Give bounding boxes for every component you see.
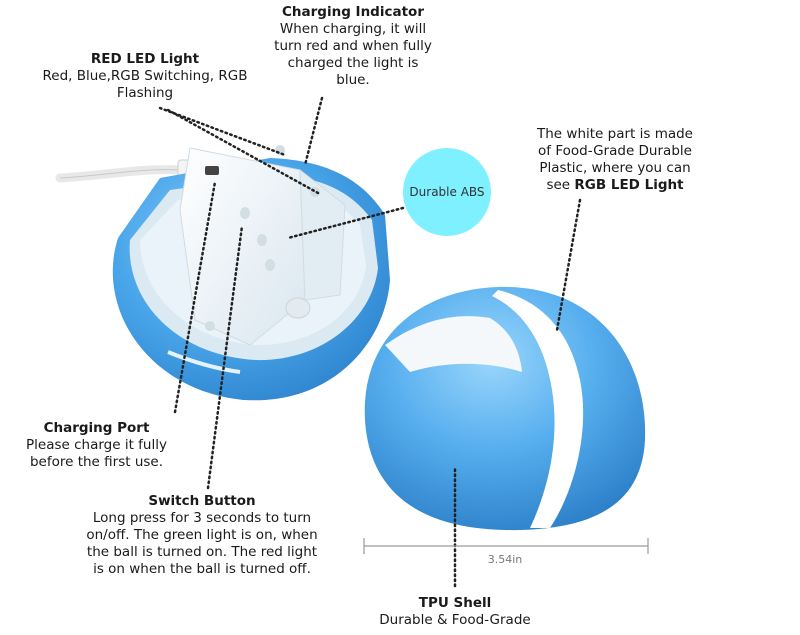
switch-button-line: on/off. The green light is on, when — [86, 527, 318, 543]
leader-lines — [158, 96, 582, 588]
charging-indicator-line: blue. — [336, 72, 370, 88]
charging-indicator-title: Charging Indicator — [282, 4, 424, 20]
switch-button-line: Long press for 3 seconds to turn — [92, 510, 312, 526]
charging-port-label: Charging Port Please charge it fully bef… — [4, 420, 189, 471]
red-led-line: Flashing — [116, 85, 174, 101]
tpu-shell-line: Durable & Food-Grade — [379, 612, 531, 628]
tpu-shell-title: TPU Shell — [418, 595, 492, 611]
shell-half — [364, 286, 646, 531]
red-led-title: RED LED Light — [90, 51, 200, 67]
white-part-line: The white part is made — [537, 126, 693, 142]
charging-port-line: Please charge it fully — [26, 437, 167, 453]
durable-abs-badge — [403, 148, 491, 236]
dimension-line — [363, 538, 649, 554]
durable-abs-text: Durable ABS — [409, 185, 485, 199]
dimension-text: 3.54in — [487, 553, 523, 566]
switch-button-line: the ball is turned on. The red light — [86, 544, 318, 560]
open-ball — [112, 145, 390, 401]
switch-button-label: Switch Button Long press for 3 seconds t… — [42, 493, 362, 578]
tpu-shell-label: TPU Shell Durable & Food-Grade — [350, 595, 560, 629]
white-part-line: of Food-Grade Durable — [538, 143, 692, 159]
charging-port-line: before the first use. — [29, 454, 164, 470]
white-part-label: The white part is made of Food-Grade Dur… — [510, 126, 720, 194]
charging-indicator-line: When charging, it will — [279, 21, 427, 37]
switch-button-line: is on when the ball is turned off. — [93, 561, 311, 577]
red-led-label: RED LED Light Red, Blue,RGB Switching, R… — [20, 51, 270, 102]
charging-indicator-line: charged the light is — [287, 55, 419, 71]
white-part-prefix: see — [546, 177, 575, 193]
red-led-line: Red, Blue,RGB Switching, RGB — [42, 68, 248, 84]
rgb-led-highlight: RGB LED Light — [574, 177, 684, 193]
white-part-line-last: see RGB LED Light — [510, 177, 720, 194]
switch-button-title: Switch Button — [148, 493, 256, 509]
charging-indicator-line: turn red and when fully — [274, 38, 432, 54]
charging-port-title: Charging Port — [43, 420, 150, 436]
white-part-line: Plastic, where you can — [539, 160, 691, 176]
charging-indicator-label: Charging Indicator When charging, it wil… — [238, 4, 468, 89]
